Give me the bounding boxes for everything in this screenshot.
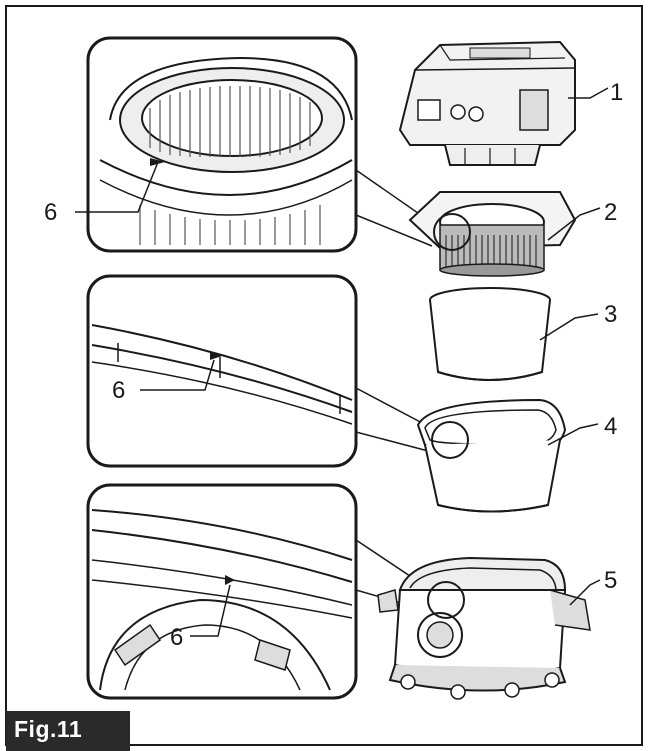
part-prefilter <box>429 287 551 381</box>
figure-label-background <box>6 711 130 751</box>
detail-panel-bottom: 6 <box>86 483 358 700</box>
detail-panel-middle: 6 <box>86 274 358 468</box>
callout-part-2: 2 <box>604 199 617 226</box>
part-motor-head <box>398 40 576 166</box>
callout-part-4: 4 <box>604 413 617 440</box>
detail-panel-top: 6 <box>44 36 358 253</box>
callout-part-3: 3 <box>604 301 617 328</box>
magnifier-circle-filter <box>433 213 471 251</box>
figure-label: Fig.11 <box>14 716 83 742</box>
callout-6-top: 6 <box>44 199 57 226</box>
callout-6-bottom: 6 <box>170 624 183 651</box>
callout-part-1: 1 <box>610 79 623 106</box>
part-filter <box>408 191 577 277</box>
outer-frame <box>5 5 643 746</box>
callout-part-5: 5 <box>604 567 617 594</box>
magnifier-circle-tank <box>427 581 465 619</box>
part-dust-bag <box>416 398 567 513</box>
magnifier-circle-bag <box>431 421 469 459</box>
callout-6-middle: 6 <box>112 377 125 404</box>
part-tank <box>377 556 591 700</box>
